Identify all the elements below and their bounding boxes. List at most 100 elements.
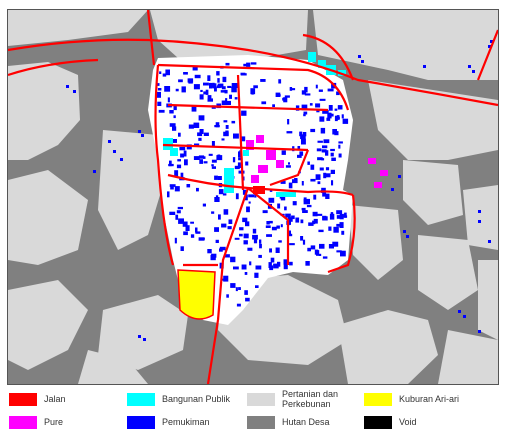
map-legend: Jalan Pure Bangunan Publik Pemukiman Per… bbox=[7, 388, 499, 430]
settlement-building bbox=[243, 240, 248, 245]
settlement-building bbox=[169, 110, 174, 114]
settlement-building bbox=[183, 72, 188, 75]
settlement-building bbox=[203, 82, 209, 86]
legend-item-pure: Pure bbox=[9, 414, 63, 430]
settlement-building bbox=[275, 247, 280, 253]
settlement-building bbox=[308, 222, 314, 226]
settlement-building bbox=[338, 153, 342, 158]
settlement-building bbox=[330, 212, 334, 218]
settlement-building bbox=[218, 214, 221, 220]
settlement-building bbox=[244, 272, 248, 275]
settlement-building bbox=[207, 75, 211, 81]
settlement-building bbox=[233, 133, 239, 139]
settlement-swatch-icon bbox=[127, 415, 155, 429]
farmland-parcel bbox=[438, 330, 498, 384]
settlement-building bbox=[266, 221, 270, 225]
settlement-building bbox=[319, 116, 325, 122]
settlement-building bbox=[333, 226, 339, 233]
settlement-building bbox=[266, 234, 272, 237]
farmland-parcel bbox=[8, 10, 148, 46]
settlement-building bbox=[302, 132, 307, 137]
settlement-building bbox=[230, 283, 236, 288]
settlement-building bbox=[291, 215, 295, 220]
settlement-building bbox=[301, 207, 306, 211]
settlement-building bbox=[174, 237, 177, 244]
settlement-building bbox=[344, 212, 347, 218]
settlement-building bbox=[332, 241, 339, 247]
settlement-building bbox=[315, 103, 321, 108]
settlement-building bbox=[284, 95, 290, 98]
legend-label-bangunan-publik: Bangunan Publik bbox=[162, 394, 231, 404]
settlement-building bbox=[342, 118, 349, 124]
settlement-building bbox=[238, 157, 243, 161]
settlement-building bbox=[214, 86, 217, 92]
settlement-building bbox=[303, 113, 306, 117]
settlement-building bbox=[157, 83, 160, 86]
settlement-building bbox=[306, 204, 312, 208]
settlement-building bbox=[244, 194, 248, 201]
road-network-layer bbox=[8, 10, 498, 384]
settlement-building bbox=[164, 86, 171, 92]
settlement-building bbox=[203, 91, 207, 95]
settlement-building bbox=[230, 256, 236, 263]
settlement-building bbox=[221, 86, 226, 90]
settlement-building bbox=[326, 173, 331, 178]
farmland-parcel bbox=[338, 310, 438, 384]
settlement-building bbox=[203, 161, 208, 164]
settlement-building bbox=[234, 237, 240, 240]
settlement-building bbox=[241, 264, 247, 270]
settlement-building bbox=[240, 136, 246, 142]
settlement-building bbox=[307, 161, 310, 165]
settlement-building bbox=[219, 84, 222, 88]
settlement-building bbox=[239, 233, 243, 237]
settlement-building bbox=[254, 272, 259, 278]
legend-label-pertanian: Pertanian dan Perkebunan bbox=[282, 389, 339, 409]
settlement-building bbox=[310, 245, 316, 250]
settlement-building bbox=[217, 154, 221, 158]
settlement-building bbox=[269, 248, 272, 253]
settlement-building bbox=[322, 256, 328, 259]
settlement-building bbox=[237, 162, 241, 168]
map-canvas bbox=[8, 10, 498, 384]
settlement-building bbox=[301, 90, 307, 95]
settlement-building bbox=[268, 197, 275, 203]
settlement-building bbox=[225, 100, 231, 105]
settlement-building bbox=[214, 175, 218, 180]
settlement-building bbox=[326, 117, 331, 121]
settlement-building bbox=[245, 297, 250, 302]
settlement-building bbox=[244, 290, 248, 295]
settlement-building bbox=[286, 131, 293, 134]
land-use-map[interactable] bbox=[7, 9, 499, 385]
settlement-building bbox=[304, 86, 308, 93]
public-building bbox=[224, 168, 234, 193]
settlement-building bbox=[172, 126, 177, 131]
settlement-building bbox=[235, 193, 239, 200]
settlement-building bbox=[358, 55, 361, 58]
farmland-parcel bbox=[348, 205, 403, 280]
settlement-building bbox=[391, 188, 394, 191]
settlement-building bbox=[283, 263, 288, 270]
settlement-building bbox=[289, 88, 296, 91]
temple-swatch-icon bbox=[9, 415, 37, 429]
public-building bbox=[318, 60, 326, 68]
settlement-building bbox=[178, 132, 181, 137]
settlement-building bbox=[336, 210, 343, 215]
legend-label-kuburan: Kuburan Ari-ari bbox=[399, 394, 460, 404]
settlement-building bbox=[216, 85, 221, 89]
settlement-building bbox=[233, 266, 239, 270]
settlement-building bbox=[169, 160, 172, 167]
public-building-swatch-icon bbox=[127, 392, 155, 406]
settlement-building bbox=[325, 167, 330, 171]
settlement-building bbox=[178, 79, 183, 83]
settlement-building bbox=[66, 85, 69, 88]
settlement-building bbox=[338, 144, 341, 149]
road bbox=[157, 63, 350, 111]
settlement-building bbox=[199, 129, 204, 134]
settlement-building bbox=[304, 93, 311, 96]
legend-label-hutan-desa: Hutan Desa bbox=[282, 417, 330, 427]
settlement-building bbox=[208, 153, 213, 156]
settlement-building bbox=[337, 116, 340, 120]
settlement-building bbox=[317, 181, 321, 185]
settlement-building bbox=[205, 89, 209, 95]
settlement-building bbox=[162, 73, 167, 77]
